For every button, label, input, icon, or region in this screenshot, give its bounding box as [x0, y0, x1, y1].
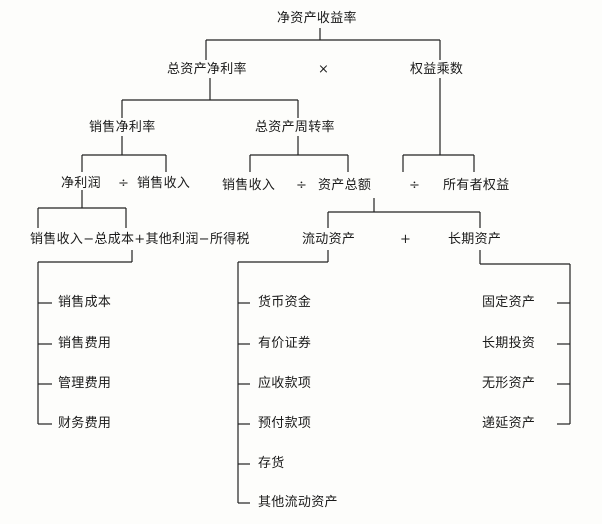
node-net-profit: 净利润 — [61, 176, 101, 191]
current-asset-item: 其他流动资产 — [258, 495, 338, 510]
current-asset-item: 预付款项 — [258, 416, 312, 431]
long-term-asset-item: 固定资产 — [482, 295, 536, 310]
operator-divide-2: ÷ — [296, 178, 307, 193]
node-long-term-assets: 长期资产 — [448, 232, 502, 247]
node-total-assets: 资产总额 — [318, 178, 372, 193]
long-term-asset-item: 无形资产 — [482, 376, 536, 391]
operator-times: × — [318, 62, 329, 77]
cost-item: 销售费用 — [58, 336, 112, 351]
node-profit-formula: 销售收入−总成本+其他利润−所得税 — [30, 232, 250, 247]
long-term-asset-item: 递延资产 — [482, 416, 536, 431]
node-roa: 总资产净利率 — [167, 62, 247, 77]
cost-item: 财务费用 — [58, 416, 112, 431]
operator-divide-1: ÷ — [118, 176, 129, 191]
current-asset-item: 应收款项 — [258, 376, 312, 391]
node-equity-multiplier: 权益乘数 — [410, 62, 464, 77]
node-asset-turnover: 总资产周转率 — [255, 120, 335, 135]
node-owners-equity: 所有者权益 — [443, 178, 510, 193]
node-roe: 净资产收益率 — [277, 11, 357, 26]
current-asset-item: 存货 — [258, 456, 285, 471]
node-sales-revenue-a: 销售收入 — [137, 176, 191, 191]
node-net-margin: 销售净利率 — [89, 120, 156, 135]
node-current-assets: 流动资产 — [302, 232, 356, 247]
node-sales-revenue-b: 销售收入 — [222, 178, 276, 193]
operator-plus: + — [400, 232, 411, 247]
operator-divide-3: ÷ — [409, 178, 420, 193]
cost-item: 销售成本 — [58, 295, 112, 310]
long-term-asset-item: 长期投资 — [482, 336, 536, 351]
current-asset-item: 有价证券 — [258, 336, 312, 351]
current-asset-item: 货币资金 — [258, 295, 312, 310]
cost-item: 管理费用 — [58, 376, 112, 391]
